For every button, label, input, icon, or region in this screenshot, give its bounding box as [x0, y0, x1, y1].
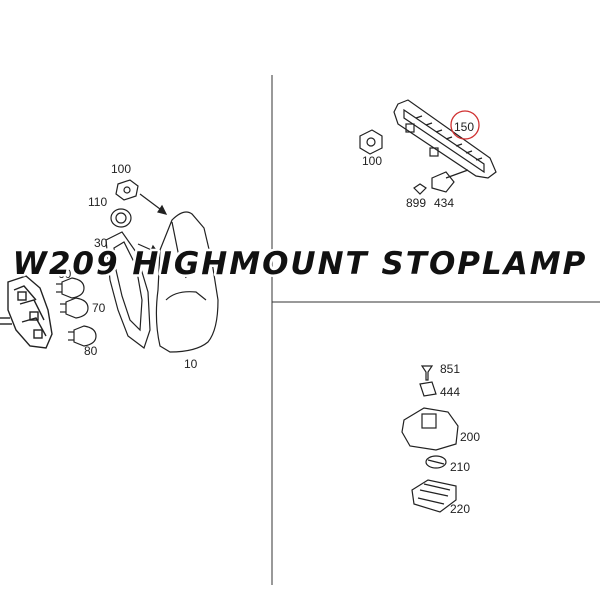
connector-434: [431, 171, 455, 193]
label-70: 70: [92, 301, 106, 315]
lamp-housing-inner: [165, 291, 207, 301]
lamp-gasket-inner: [113, 241, 143, 332]
label-100-right: 100: [362, 154, 382, 168]
nut-100-right-hole: [366, 137, 376, 147]
license-lamp-housing: [401, 407, 459, 451]
label-220: 220: [450, 502, 470, 516]
bulb-80: [68, 325, 97, 347]
label-60: 60: [58, 267, 72, 281]
nut-100-left: [115, 179, 139, 201]
grommet-110-inner: [115, 212, 127, 224]
license-lens-grid: [417, 483, 451, 505]
label-80: 80: [84, 344, 98, 358]
grommet-110: [110, 208, 132, 228]
label-110: 110: [88, 195, 107, 209]
label-444: 444: [440, 385, 460, 399]
license-lamp-socket: [421, 413, 437, 429]
label-150: 150: [454, 120, 474, 134]
license-lens-220: [411, 479, 457, 513]
label-200: 200: [460, 430, 480, 444]
highmount-stoplamp-assembly: [359, 99, 497, 195]
stoplamp-tab-mid: [429, 147, 439, 157]
banner-title: W209 HIGHMOUNT STOPLAMP: [13, 246, 588, 282]
label-100-left: 100: [111, 162, 131, 176]
label-899: 899: [406, 196, 426, 210]
bulb-holder-plate: [0, 275, 53, 349]
bulb-70: [60, 297, 89, 319]
pin-899: [413, 183, 427, 195]
highlight-circle-150: [450, 110, 480, 140]
label-30: 30: [94, 236, 108, 250]
label-434: 434: [434, 196, 454, 210]
label-851: 851: [440, 362, 460, 376]
bulb-60: [56, 277, 85, 299]
banner-title-outline: W209 HIGHMOUNT STOPLAMP: [13, 246, 588, 282]
nut-100-right: [359, 129, 383, 155]
lamp-housing-edge: [171, 221, 187, 279]
screw-851: [420, 365, 434, 381]
lamp-gasket: [105, 231, 151, 349]
stoplamp-tab-left: [405, 123, 415, 133]
assembly-arrow-2-head: [149, 244, 160, 254]
tail-lamp-assembly: [0, 179, 219, 353]
label-210: 210: [450, 460, 470, 474]
stoplamp-body: [393, 99, 497, 179]
clip-444: [419, 381, 437, 397]
connector-434-wire: [445, 169, 469, 179]
license-bulb-210: [425, 455, 447, 469]
stoplamp-led-segments: [415, 115, 483, 161]
nut-100-left-hole: [123, 186, 131, 194]
label-10: 10: [184, 357, 198, 371]
assembly-arrow-1-head: [157, 204, 168, 215]
lamp-housing: [155, 211, 219, 353]
license-lamp-assembly: [401, 365, 459, 513]
